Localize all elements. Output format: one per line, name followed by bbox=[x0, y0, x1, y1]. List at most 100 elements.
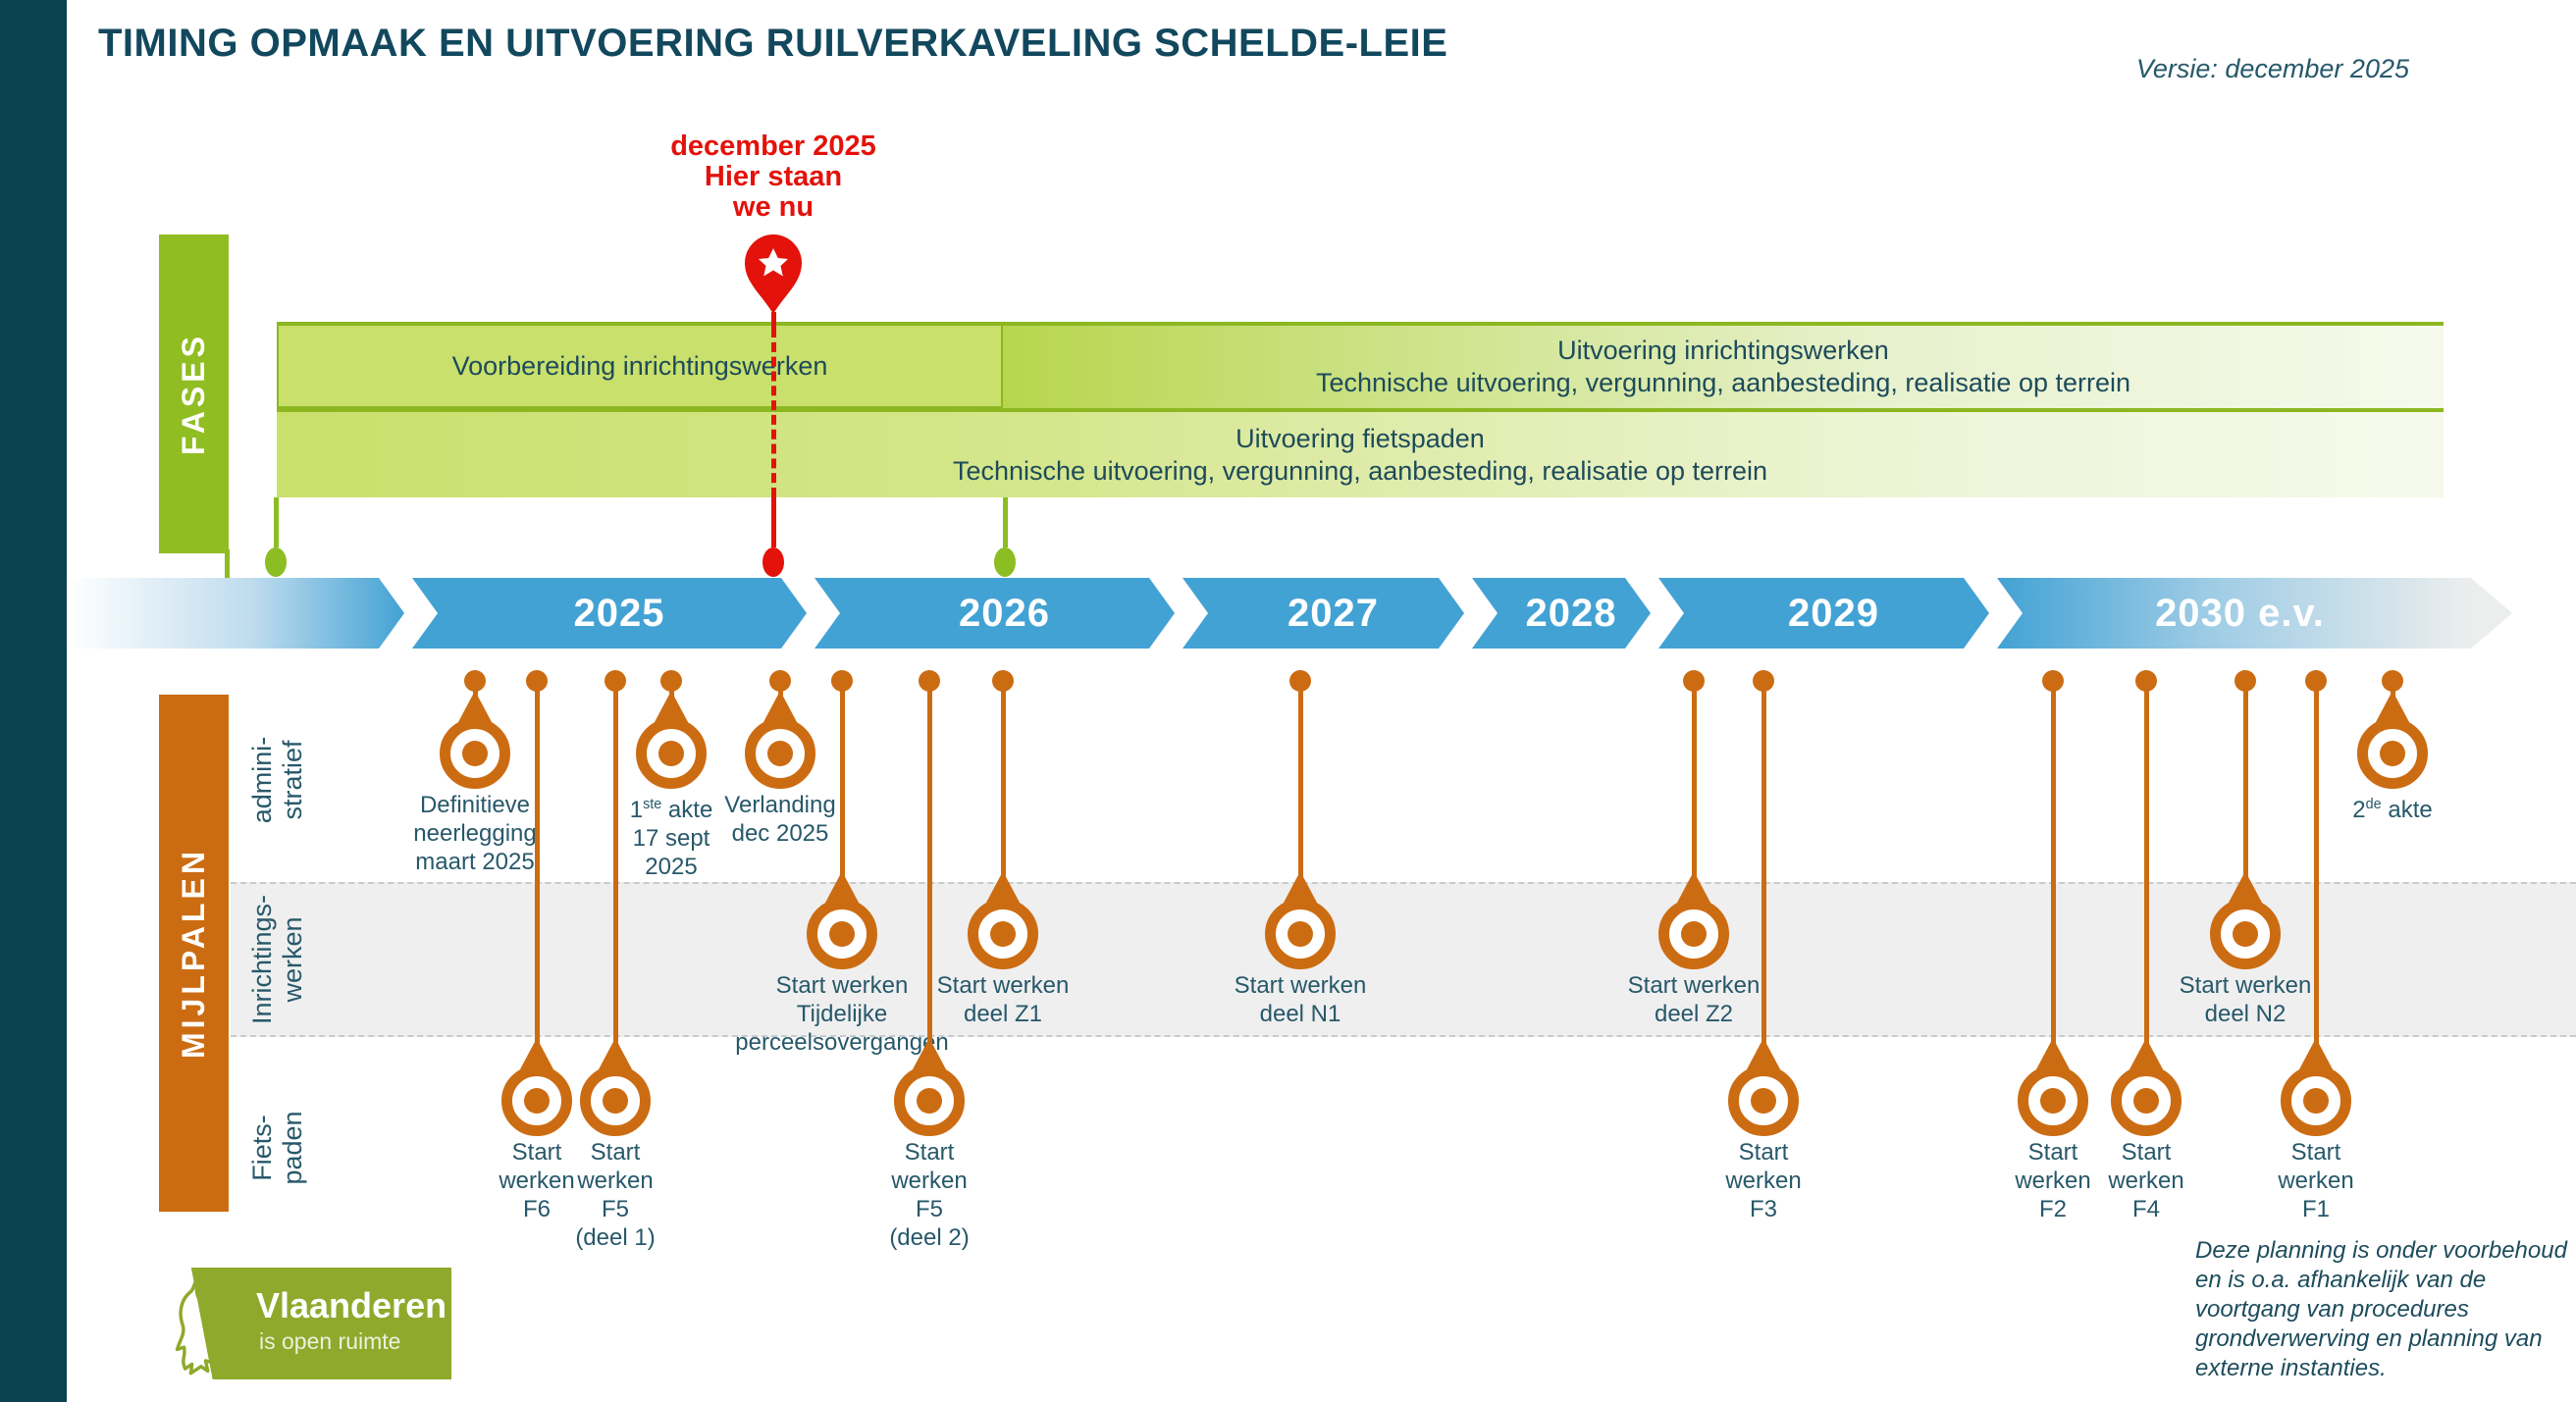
milestone-line bbox=[2313, 689, 2319, 1046]
timeline-segment-lead-in bbox=[67, 578, 404, 649]
milestone-top-dot bbox=[1753, 670, 1774, 692]
milestone-top-dot bbox=[919, 670, 940, 692]
milestone-pin-icon bbox=[2357, 718, 2428, 789]
milestone-pin-neck bbox=[2036, 1038, 2070, 1069]
phase-bar-uitvoering-inrichtingswerken-line-2: Technische uitvoering, vergunning, aanbe… bbox=[1315, 368, 2131, 397]
phase-bar-uitvoering-inrichtingswerken-line-1: Uitvoering inrichtingswerken bbox=[1557, 336, 1889, 365]
milestone-pin-icon bbox=[2210, 899, 2281, 969]
milestone-pin-neck bbox=[2229, 871, 2262, 903]
milestone-top-dot bbox=[2042, 670, 2064, 692]
connector-line-solid bbox=[770, 312, 776, 328]
timeline-segment-2028: 2028 bbox=[1472, 578, 1651, 649]
milestone-pin-icon bbox=[1265, 899, 1336, 969]
timeline-segment-2025: 2025 bbox=[412, 578, 807, 649]
milestone-line bbox=[1761, 689, 1766, 1046]
milestone-pin-icon bbox=[440, 718, 510, 789]
timeline-year-label: 2028 bbox=[1525, 591, 1617, 635]
flemish-lion-icon bbox=[175, 1275, 230, 1376]
connector-dot bbox=[265, 547, 287, 577]
timeline-segment-2030-e-v-: 2030 e.v. bbox=[1997, 578, 2512, 649]
version-note: Versie: december 2025 bbox=[2135, 54, 2409, 83]
star-pin-icon bbox=[745, 234, 802, 314]
phase-row-1: Voorbereiding inrichtingswerken Uitvoerin… bbox=[277, 322, 2444, 408]
milestone-pin-icon bbox=[580, 1065, 651, 1136]
disclaimer-note: Deze planning is onder voorbehoud en is … bbox=[2195, 1237, 2567, 1381]
milestone-pin-neck bbox=[655, 691, 688, 722]
milestone-pin-icon bbox=[636, 718, 707, 789]
timeline-year-label: 2030 e.v. bbox=[2155, 591, 2325, 635]
phase-bar-uitvoering-fietspaden-line-2: Technische uitvoering, vergunning, aanbe… bbox=[952, 455, 1768, 486]
milestone-pin-neck bbox=[825, 871, 859, 903]
milestone-top-dot bbox=[1683, 670, 1705, 692]
now-line-1: december 2025 bbox=[670, 130, 876, 162]
milestone-top-dot bbox=[2135, 670, 2157, 692]
phase-bar-uitvoering-fietspaden-line-1: Uitvoering fietspaden bbox=[1235, 423, 1485, 453]
milestone-line bbox=[2242, 689, 2248, 879]
milestone-line bbox=[1691, 689, 1697, 879]
milestone-pin-neck bbox=[763, 691, 797, 722]
milestone-pin-neck bbox=[520, 1038, 553, 1069]
milestone-pin-icon bbox=[968, 899, 1038, 969]
milestone-line bbox=[1297, 689, 1303, 879]
connector-line bbox=[224, 549, 230, 578]
timeline-year-label: 2027 bbox=[1288, 591, 1379, 635]
milestone-top-dot bbox=[992, 670, 1014, 692]
connector-dot bbox=[994, 547, 1016, 577]
milestone-pin-neck bbox=[1747, 1038, 1780, 1069]
milestone-top-dot bbox=[1289, 670, 1311, 692]
milestone-pin-icon bbox=[1658, 899, 1729, 969]
row-label-inrichting: Inrichtings-werken bbox=[247, 894, 307, 1025]
connector-line bbox=[273, 497, 279, 547]
milestone-line bbox=[2143, 689, 2149, 1046]
fases-label: FASES bbox=[176, 333, 212, 455]
milestone-pin-icon bbox=[745, 718, 815, 789]
milestone-pin-neck bbox=[1677, 871, 1710, 903]
timeline-year-label: 2025 bbox=[573, 591, 665, 635]
milestone-pin-icon bbox=[1728, 1065, 1799, 1136]
milestone-label: 2de akte bbox=[2352, 797, 2433, 823]
logo-subtitle: is open ruimte bbox=[259, 1328, 401, 1354]
timeline-year-label: 2029 bbox=[1788, 591, 1879, 635]
milestone-top-dot bbox=[660, 670, 682, 692]
timeline-segment-2026: 2026 bbox=[815, 578, 1175, 649]
phase-bar-voorbereiding-line-1: Voorbereiding inrichtingswerken bbox=[451, 350, 828, 381]
milestone-top-dot bbox=[831, 670, 853, 692]
timeline-segment-2029: 2029 bbox=[1658, 578, 1989, 649]
milestone-pin-neck bbox=[2129, 1038, 2163, 1069]
milestone-line bbox=[2050, 689, 2056, 1046]
milestone-pin-neck bbox=[986, 871, 1020, 903]
now-marker-text: december 2025 Hier staan we nu bbox=[626, 131, 920, 223]
milestone-top-dot bbox=[526, 670, 548, 692]
milestone-pin-neck bbox=[2376, 691, 2409, 722]
page-title: TIMING OPMAAK EN UITVOERING RUILVERKAVEL… bbox=[98, 22, 1448, 65]
milestone-pin-icon bbox=[807, 899, 877, 969]
left-accent-bar bbox=[0, 0, 67, 1402]
now-line-3: we nu bbox=[732, 191, 815, 223]
connector-dot bbox=[762, 547, 784, 577]
mijlpalen-block: MIJLPALEN bbox=[159, 695, 229, 1212]
milestone-pin-neck bbox=[599, 1038, 632, 1069]
milestone-line bbox=[1000, 689, 1006, 879]
row-label-admin: admini-stratief bbox=[247, 736, 307, 824]
logo-green-panel bbox=[190, 1268, 451, 1379]
milestone-top-dot bbox=[769, 670, 791, 692]
now-line-2: Hier staan bbox=[704, 161, 843, 192]
milestone-pin-icon bbox=[2018, 1065, 2088, 1136]
timeline-year-label: 2026 bbox=[959, 591, 1050, 635]
milestone-top-dot bbox=[605, 670, 626, 692]
milestone-pin-icon bbox=[2281, 1065, 2351, 1136]
milestone-line bbox=[534, 689, 540, 1046]
row-label-fiets: Fiets-paden bbox=[247, 1111, 307, 1185]
timeline-segment-2027: 2027 bbox=[1183, 578, 1464, 649]
